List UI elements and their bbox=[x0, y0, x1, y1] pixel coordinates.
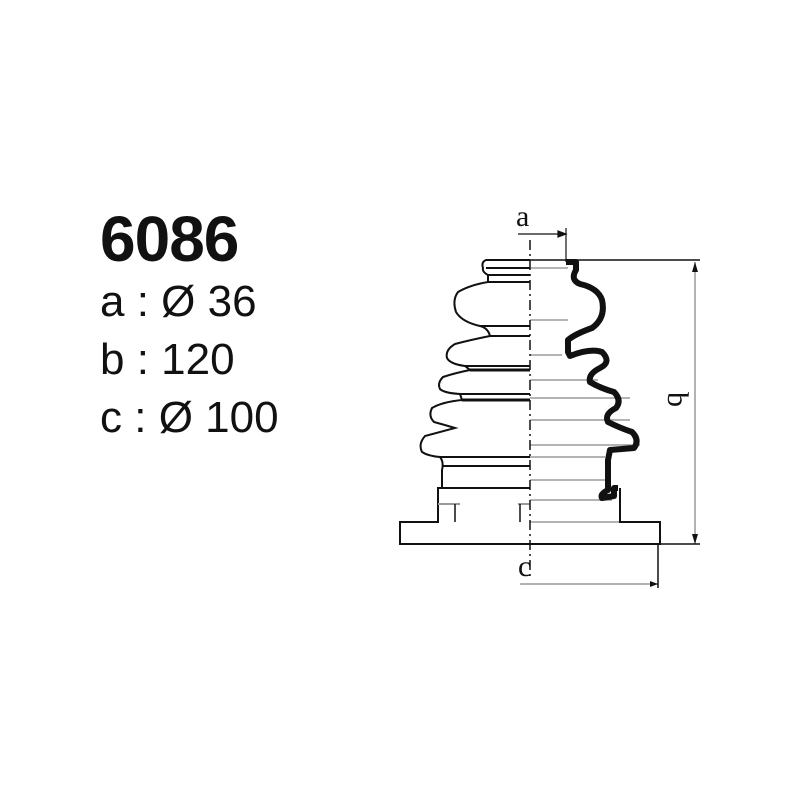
dimension-label-b: b bbox=[661, 392, 694, 407]
spec-value: 120 bbox=[161, 335, 235, 384]
boot-section-wall bbox=[565, 259, 640, 501]
dimension-label-c: c bbox=[518, 550, 531, 583]
spec-value: Ø 36 bbox=[161, 277, 257, 326]
dimension-b bbox=[660, 262, 700, 545]
spec-key: a bbox=[100, 277, 125, 326]
boot-left-outline bbox=[399, 259, 530, 545]
spec-key: b bbox=[100, 335, 125, 384]
dimension-c bbox=[520, 544, 659, 588]
boot-right-section bbox=[530, 259, 700, 545]
dimension-a bbox=[518, 228, 568, 262]
spec-row-a: a : Ø 36 bbox=[100, 273, 279, 331]
spec-value: Ø 100 bbox=[158, 393, 279, 442]
boot-left-ribs bbox=[438, 267, 530, 522]
spec-row-c: c : Ø 100 bbox=[100, 389, 279, 447]
spec-sep: : bbox=[124, 335, 162, 384]
spec-row-b: b : 120 bbox=[100, 331, 279, 389]
spec-key: c bbox=[100, 393, 122, 442]
spec-sep: : bbox=[124, 277, 162, 326]
spec-sep: : bbox=[122, 393, 159, 442]
dimension-label-a: a bbox=[516, 200, 529, 233]
spec-block: 6086 a : Ø 36 b : 120 c : Ø 100 bbox=[100, 205, 279, 447]
part-number: 6086 bbox=[100, 203, 239, 275]
